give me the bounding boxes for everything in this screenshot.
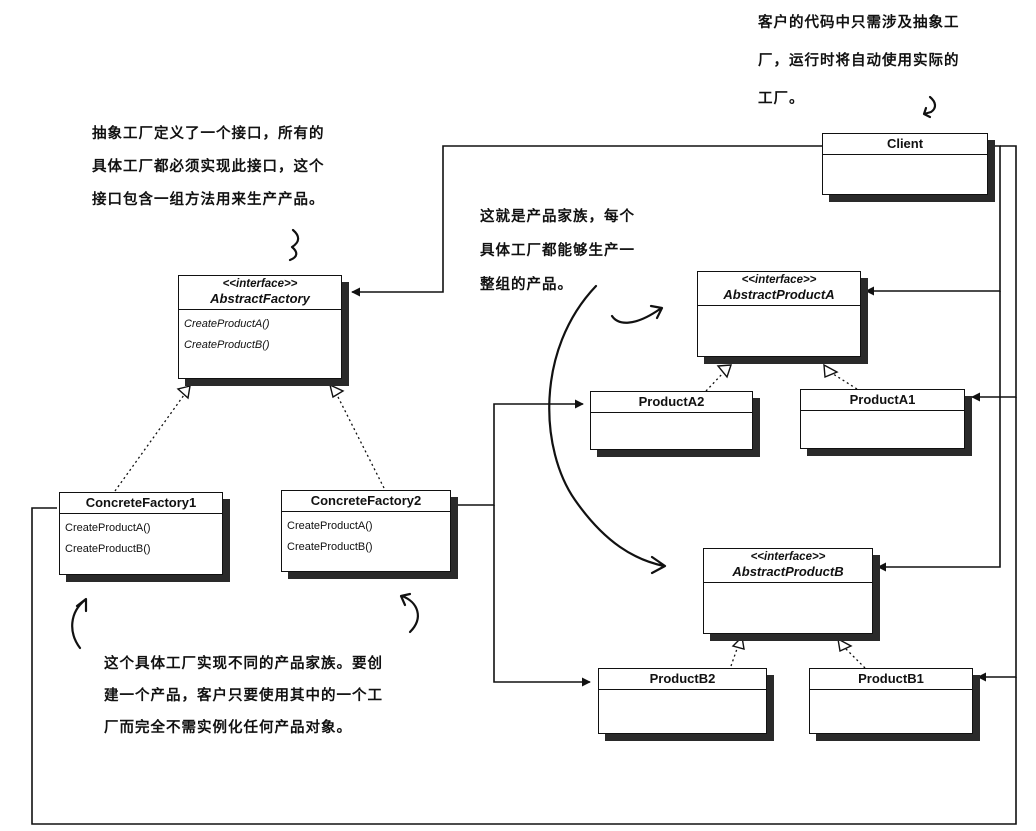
concrete-factory2-class: ConcreteFactory2 CreateProductA() Create… bbox=[281, 490, 451, 572]
factory2-note-arrow bbox=[399, 592, 419, 634]
product-a1-name: ProductA1 bbox=[801, 390, 964, 411]
concrete-factory1-class: ConcreteFactory1 CreateProductA() Create… bbox=[59, 492, 223, 575]
factory1-return-line bbox=[31, 507, 1017, 825]
family-upper-arrow bbox=[610, 304, 664, 324]
abstract-factory-methods: CreateProductA() CreateProductB() bbox=[179, 310, 341, 360]
method-create-product-b: CreateProductB() bbox=[65, 543, 151, 555]
product-b2-name: ProductB2 bbox=[599, 669, 766, 690]
abstract-product-a-interface: <<interface>> AbstractProductA bbox=[697, 271, 861, 357]
factory2-realize-head bbox=[328, 383, 345, 399]
factory1-realizes-line bbox=[114, 394, 185, 492]
concrete-factory1-name: ConcreteFactory1 bbox=[60, 493, 222, 514]
a2-realizes-line bbox=[705, 371, 725, 392]
concrete-factory1-methods: CreateProductA() CreateProductB() bbox=[60, 514, 222, 564]
factory2-to-product-a2-line bbox=[454, 399, 584, 506]
a1-realizes-line bbox=[829, 371, 858, 390]
client-to-product-a1-line bbox=[971, 145, 1017, 402]
client-to-abstract-product-b-line bbox=[877, 291, 1001, 572]
abstract-product-b-interface: <<interface>> AbstractProductB bbox=[703, 548, 873, 634]
abstract-product-b-stereotype: <<interface>> bbox=[750, 551, 826, 563]
abstract-product-a-name: AbstractProductA bbox=[723, 287, 835, 302]
concrete-factory2-methods: CreateProductA() CreateProductB() bbox=[282, 512, 450, 562]
b2-realizes-line bbox=[730, 645, 739, 667]
product-b1-class: ProductB1 bbox=[809, 668, 973, 734]
abstract-factory-note: 抽象工厂定义了一个接口，所有的 具体工厂都必须实现此接口，这个 接口包含一组方法… bbox=[92, 126, 325, 208]
product-a2-class: ProductA2 bbox=[590, 391, 753, 450]
product-b2-class: ProductB2 bbox=[598, 668, 767, 734]
factory-note-arrow bbox=[288, 228, 300, 262]
abstract-factory-interface: <<interface>> AbstractFactory CreateProd… bbox=[178, 275, 342, 379]
abstract-product-b-name: AbstractProductB bbox=[732, 564, 844, 579]
factory2-realizes-line bbox=[335, 392, 385, 489]
client-class: Client bbox=[822, 133, 988, 195]
method-create-product-b: CreateProductB() bbox=[287, 541, 373, 553]
product-a1-class: ProductA1 bbox=[800, 389, 965, 449]
abstract-factory-stereotype: <<interface>> bbox=[222, 278, 298, 290]
product-a2-name: ProductA2 bbox=[591, 392, 752, 413]
client-note: 客户的代码中只需涉及抽象工 厂，运行时将自动使用实际的 工厂。 bbox=[758, 15, 960, 107]
factory1-realize-head bbox=[176, 385, 191, 400]
product-b1-name: ProductB1 bbox=[810, 669, 972, 690]
client-to-abstract-factory-line bbox=[351, 145, 822, 297]
product-family-note: 这就是产品家族，每个 具体工厂都能够生产一 整组的产品。 bbox=[480, 209, 635, 293]
method-create-product-b: CreateProductB() bbox=[184, 339, 270, 351]
factory1-note-arrow bbox=[71, 597, 88, 650]
factory2-to-product-b2-line bbox=[493, 505, 591, 687]
method-create-product-a: CreateProductA() bbox=[65, 522, 151, 534]
b1-realize-head bbox=[837, 637, 853, 653]
abstract-product-a-stereotype: <<interface>> bbox=[741, 274, 817, 286]
client-class-name: Client bbox=[823, 134, 987, 155]
a2-realize-head bbox=[716, 364, 732, 379]
client-to-abstract-product-a-line bbox=[865, 145, 1001, 296]
method-create-product-a: CreateProductA() bbox=[184, 318, 270, 330]
concrete-factory-note: 这个具体工厂实现不同的产品家族。要创 建一个产品，客户只要使用其中的一个工 厂而… bbox=[104, 656, 383, 736]
client-note-arrow bbox=[922, 95, 937, 119]
b2-realize-head bbox=[731, 635, 745, 650]
a1-realize-head bbox=[823, 363, 839, 379]
concrete-factory2-name: ConcreteFactory2 bbox=[282, 491, 450, 512]
family-curve-arrow bbox=[548, 284, 667, 575]
abstract-factory-name: AbstractFactory bbox=[210, 291, 310, 306]
b1-realizes-line bbox=[844, 647, 866, 669]
client-to-product-b1-line bbox=[977, 397, 1017, 682]
method-create-product-a: CreateProductA() bbox=[287, 520, 373, 532]
